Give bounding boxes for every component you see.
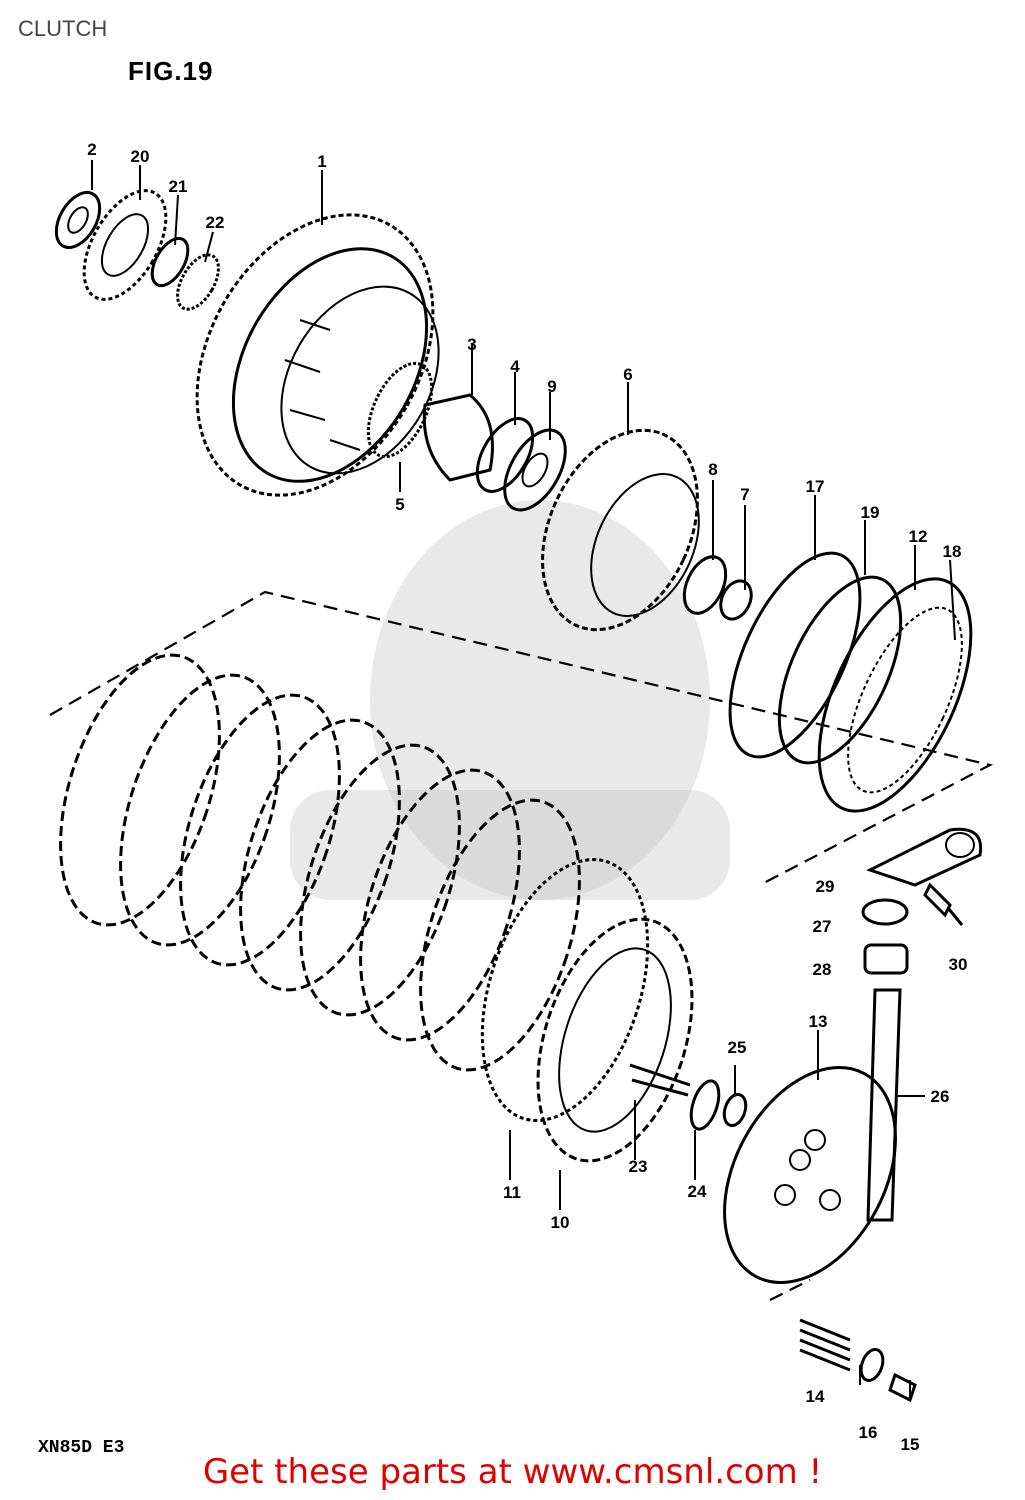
callout-22: 22 xyxy=(206,213,225,232)
part-29-release-arm xyxy=(866,827,983,887)
part-30-bolt xyxy=(923,882,964,926)
callout-15: 15 xyxy=(901,1435,920,1454)
part-24-bearing xyxy=(689,1079,721,1131)
part-27-oil-seal xyxy=(861,898,909,926)
callout-21: 21 xyxy=(169,177,188,196)
callout-labels: 2 20 21 22 1 3 4 9 6 5 8 7 17 19 12 18 2… xyxy=(87,140,967,1454)
cmsnl-parts-link[interactable]: Get these parts at www.cmsnl.com ! xyxy=(202,1452,823,1492)
part-28-bearing xyxy=(863,943,909,975)
callout-14: 14 xyxy=(806,1387,825,1406)
part-22-bearing xyxy=(176,253,220,311)
part-26-push-rod xyxy=(866,988,902,1222)
part-13-pressure-plate xyxy=(723,1066,897,1284)
callout-11: 11 xyxy=(503,1183,521,1202)
callout-12: 12 xyxy=(909,527,928,546)
callout-23: 23 xyxy=(629,1157,648,1176)
part-21-spacer xyxy=(150,236,190,288)
plate-stack xyxy=(59,653,581,1072)
callout-1: 1 xyxy=(317,152,326,171)
part-16-washer xyxy=(859,1348,885,1382)
callout-18: 18 xyxy=(943,542,962,561)
part-1-clutch-housing xyxy=(195,213,440,497)
callout-29: 29 xyxy=(816,877,835,896)
callout-19: 19 xyxy=(861,503,880,522)
part-14-clutch-spring xyxy=(799,1318,851,1372)
callout-25: 25 xyxy=(728,1038,747,1057)
callout-3: 3 xyxy=(467,335,476,354)
part-4-thrust-washer xyxy=(475,417,535,493)
part-17-spring-ring xyxy=(728,551,862,759)
part-10-drive-plate xyxy=(536,917,694,1163)
callout-17: 17 xyxy=(806,477,825,496)
callout-24: 24 xyxy=(688,1182,707,1201)
part-23-push-piece xyxy=(629,1063,691,1097)
callout-4: 4 xyxy=(510,357,520,376)
callout-13: 13 xyxy=(809,1012,828,1031)
callout-8: 8 xyxy=(708,460,717,479)
callout-9: 9 xyxy=(547,377,556,396)
model-code: XN85D E3 xyxy=(38,1438,125,1458)
callout-28: 28 xyxy=(813,960,832,979)
callout-27: 27 xyxy=(813,917,832,936)
callout-6: 6 xyxy=(623,365,632,384)
part-20-gear xyxy=(82,189,168,301)
part-7-nut xyxy=(719,579,753,621)
part-6-clutch-sleeve-hub xyxy=(541,428,700,632)
part-19-spring-seat xyxy=(777,575,903,765)
callout-5: 5 xyxy=(395,495,404,514)
section-title: CLUTCH xyxy=(18,16,108,41)
spring-assembly-outline xyxy=(769,1279,811,1301)
callout-2: 2 xyxy=(87,140,96,159)
callout-30: 30 xyxy=(949,955,968,974)
part-8-lock-washer xyxy=(682,555,728,615)
callout-16: 16 xyxy=(859,1423,878,1442)
part-25-washer xyxy=(722,1092,748,1128)
watermark-logo xyxy=(290,500,730,900)
part-9-washer xyxy=(503,428,567,512)
part-15-spring-bolt xyxy=(888,1372,917,1403)
part-11-drive-plate xyxy=(480,858,650,1122)
part-3-sleeve-hub xyxy=(422,393,494,482)
callout-20: 20 xyxy=(131,147,150,166)
assembly-outline xyxy=(49,590,994,886)
part-2-washer xyxy=(54,191,102,249)
leader-lines xyxy=(91,160,956,1400)
callout-26: 26 xyxy=(931,1087,950,1106)
callout-7: 7 xyxy=(740,485,749,504)
figure-label: FIG.19 xyxy=(128,56,214,86)
callout-10: 10 xyxy=(551,1213,570,1232)
part-12-driven-plate xyxy=(817,577,973,813)
